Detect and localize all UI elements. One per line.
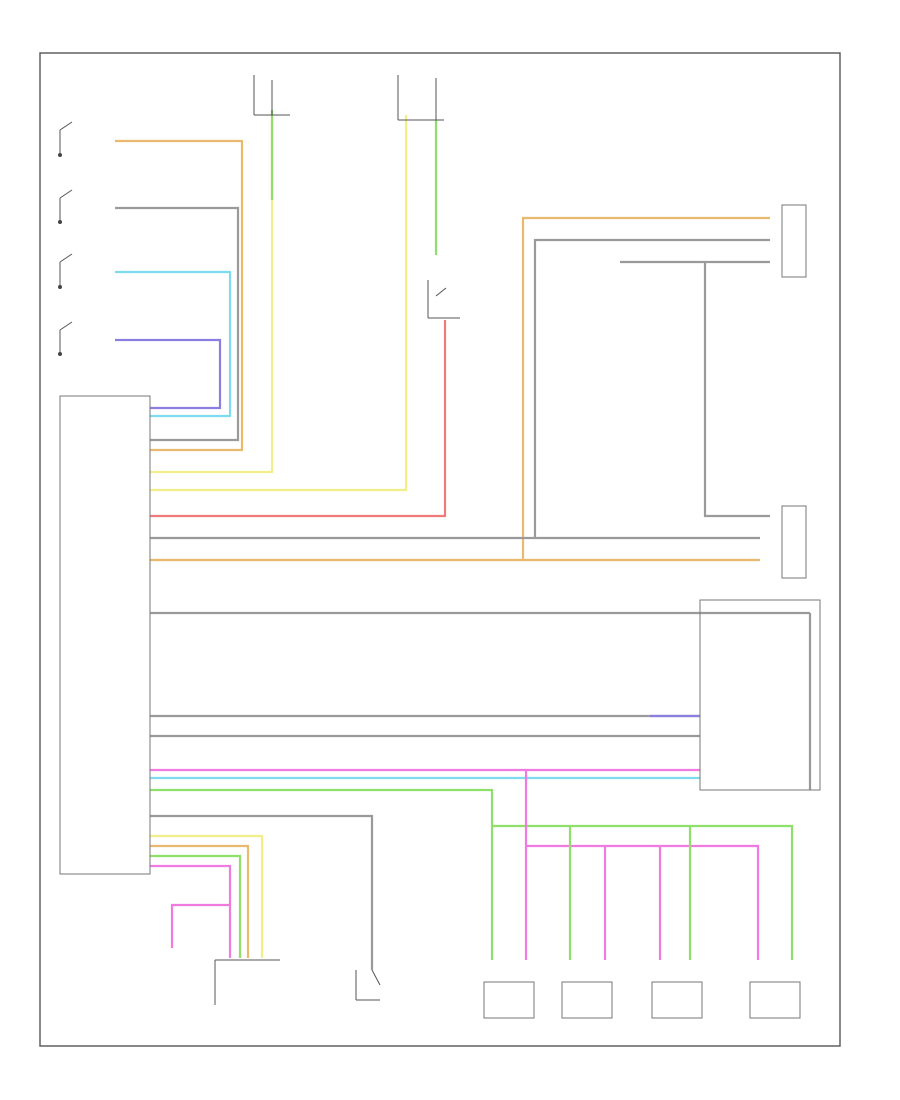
top-fuse-left [253, 75, 290, 116]
actuator-3 [651, 981, 703, 1019]
control-module-box [59, 395, 151, 875]
w-pink-wl [170, 903, 230, 948]
w-pink-bus [526, 844, 760, 960]
w-green-bus [492, 824, 794, 960]
w-gray-hood [150, 814, 374, 970]
w-violet [115, 338, 222, 410]
right-module-box [699, 599, 821, 791]
switch-4 [58, 321, 73, 356]
switch-3 [58, 253, 73, 289]
w-orange-top [115, 139, 244, 452]
w-pink-bot [150, 864, 232, 958]
bottom-switch [355, 969, 381, 1001]
w-gray-pass [533, 238, 770, 538]
w-cyan [115, 270, 232, 418]
switch-2 [58, 189, 73, 224]
w-yellow-1 [150, 115, 274, 474]
top-fuse-mid [397, 75, 444, 121]
actuator-4 [749, 981, 801, 1019]
w-gray-rv [703, 262, 770, 518]
wire-layer [115, 110, 812, 970]
actuator-1 [483, 981, 535, 1019]
right-connector-top [781, 204, 807, 278]
w-green-bot [150, 854, 242, 958]
w-orange-bot [150, 844, 250, 958]
w-green-3 [150, 788, 494, 960]
w-yellow-bot [150, 834, 264, 958]
bottom-connector [214, 959, 280, 1005]
actuator-2 [561, 981, 613, 1019]
right-connector-mid [781, 505, 807, 579]
mid-switch [427, 280, 460, 319]
diagram-frame [39, 52, 841, 1047]
w-yellow-2 [150, 115, 408, 492]
w-red [150, 320, 447, 518]
w-orange-up [521, 216, 770, 560]
switch-1 [58, 121, 73, 157]
w-gray-left [115, 206, 240, 442]
